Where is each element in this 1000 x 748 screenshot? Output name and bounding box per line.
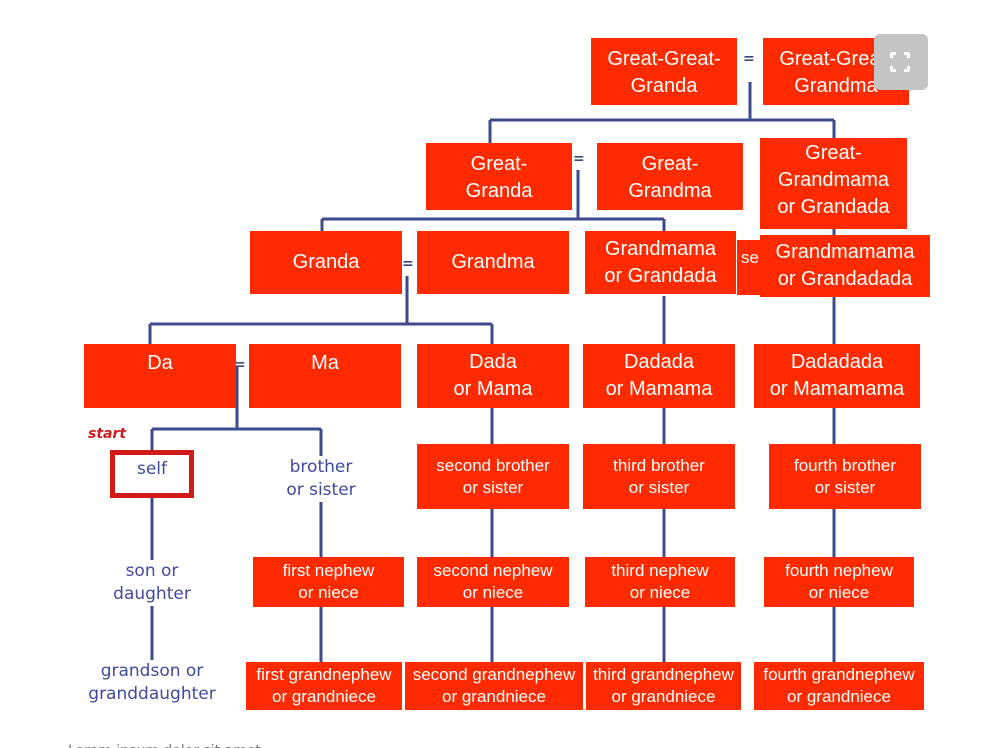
fourth-nephew-box: fourth nephew or niece xyxy=(764,557,914,607)
marriage-equals: = xyxy=(234,357,246,373)
great-grandmama-box: Great- Grandmama or Grandada xyxy=(760,138,907,229)
self-label: self xyxy=(136,459,168,479)
marriage-equals: = xyxy=(573,151,585,167)
grandson-or-granddaughter-label: grandson or granddaughter xyxy=(72,660,232,706)
fourth-grandnephew-box: fourth grandnephew or grandniece xyxy=(754,662,924,710)
great-granda-box: Great- Granda xyxy=(426,143,572,210)
cropped-caption: Lorem ipsum dolor sit amet xyxy=(68,738,358,748)
grandma-box: Grandma xyxy=(417,231,569,294)
son-or-daughter-label: son or daughter xyxy=(92,560,212,606)
marriage-equals: = xyxy=(402,256,414,272)
grandmama-box: Grandmama or Grandada xyxy=(585,231,736,294)
third-grandnephew-box: third grandnephew or grandniece xyxy=(586,662,741,710)
first-nephew-box: first nephew or niece xyxy=(253,557,404,607)
grandmamama-box: Grandmamama or Grandadada xyxy=(760,235,930,297)
expand-image-button[interactable] xyxy=(874,34,928,90)
brother-or-sister-label: brother or sister xyxy=(256,456,386,502)
self-box: self xyxy=(110,450,194,498)
first-grandnephew-box: first grandnephew or grandniece xyxy=(246,662,402,710)
second-brother-box: second brother or sister xyxy=(417,444,569,509)
fourth-brother-box: fourth brother or sister xyxy=(769,444,921,509)
da-box: Da xyxy=(84,344,236,408)
great-grandma-box: Great- Grandma xyxy=(597,143,743,210)
granda-box: Granda xyxy=(250,231,402,294)
marriage-equals: = xyxy=(743,51,755,67)
dada-box: Dada or Mama xyxy=(417,344,569,408)
dadada-box: Dadada or Mamama xyxy=(583,344,735,408)
ma-box: Ma xyxy=(249,344,401,408)
second-nephew-box: second nephew or niece xyxy=(417,557,569,607)
expand-icon xyxy=(889,51,911,73)
third-brother-box: third brother or sister xyxy=(583,444,735,509)
dadadada-box: Dadadada or Mamamama xyxy=(754,344,920,408)
start-label: start xyxy=(88,426,127,442)
second-grandnephew-box: second grandnephew or grandniece xyxy=(405,662,583,710)
great-great-granda-box: Great-Great- Granda xyxy=(591,38,737,105)
third-nephew-box: third nephew or niece xyxy=(585,557,735,607)
